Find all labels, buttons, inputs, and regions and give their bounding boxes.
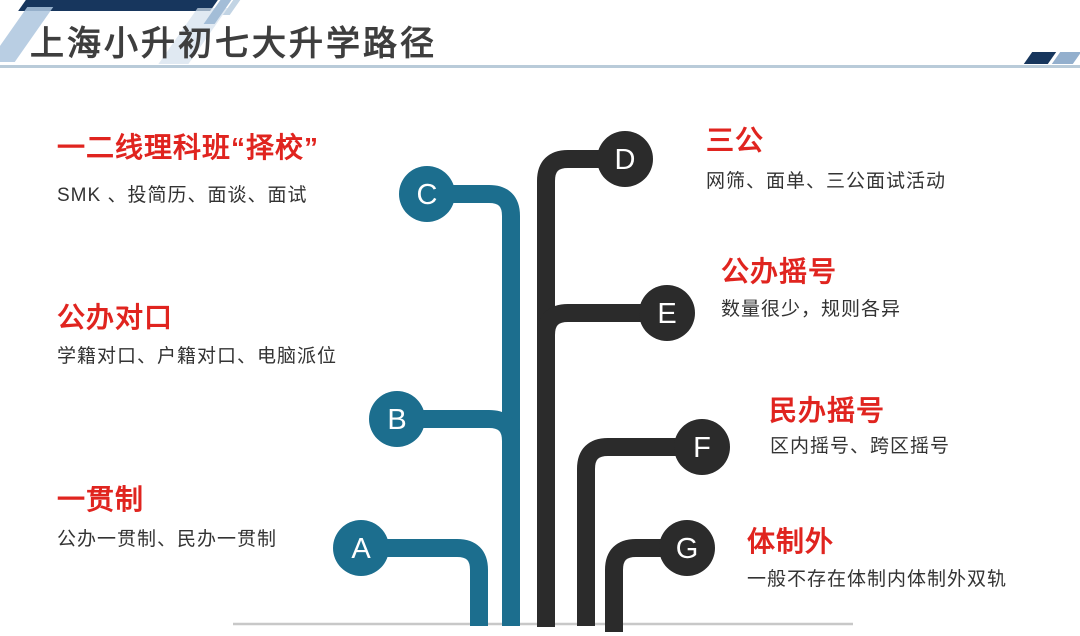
path-desc-E: 数量很少，规则各异	[721, 299, 902, 320]
branch-line-G	[605, 539, 687, 632]
path-desc-A: 公办一贯制、民办一贯制	[57, 529, 278, 550]
branch-line-C	[427, 185, 520, 626]
node-letter-D: D	[615, 144, 636, 176]
path-desc-D: 网筛、面单、三公面试活动	[706, 171, 947, 192]
branch-line-D	[537, 150, 625, 627]
path-desc-B: 学籍对口、户籍对口、电脑派位	[57, 346, 338, 367]
node-circle-F	[674, 419, 730, 475]
node-circle-E	[639, 285, 695, 341]
path-heading-F: 民办摇号	[769, 395, 886, 426]
path-heading-C: 一二线理科班“择校”	[57, 132, 320, 163]
node-letter-A: A	[351, 533, 371, 565]
node-letter-F: F	[693, 432, 711, 464]
path-heading-B: 公办对口	[57, 302, 174, 333]
path-desc-C: SMK 、投简历、面谈、面试	[57, 185, 308, 206]
node-circle-C	[399, 166, 455, 222]
node-circle-D	[597, 131, 653, 187]
branch-line-E	[537, 304, 667, 385]
node-circle-A	[333, 520, 389, 576]
node-circle-B	[369, 391, 425, 447]
path-heading-A: 一贯制	[57, 484, 145, 515]
node-letter-E: E	[657, 298, 676, 330]
path-heading-D: 三公	[706, 125, 765, 156]
path-heading-E: 公办摇号	[721, 256, 838, 287]
node-circle-G	[659, 520, 715, 576]
node-letter-C: C	[417, 179, 438, 211]
header-underline	[0, 65, 1080, 68]
branch-line-B	[397, 410, 520, 490]
branch-line-A	[361, 539, 488, 626]
path-desc-F: 区内摇号、跨区摇号	[770, 436, 951, 457]
path-desc-G: 一般不存在体制内体制外双轨	[747, 569, 1008, 590]
page-title: 上海小升初七大升学路径	[30, 25, 437, 63]
path-heading-G: 体制外	[747, 526, 835, 557]
node-letter-G: G	[676, 533, 699, 565]
branch-line-F	[577, 438, 702, 626]
node-letter-B: B	[387, 404, 406, 436]
